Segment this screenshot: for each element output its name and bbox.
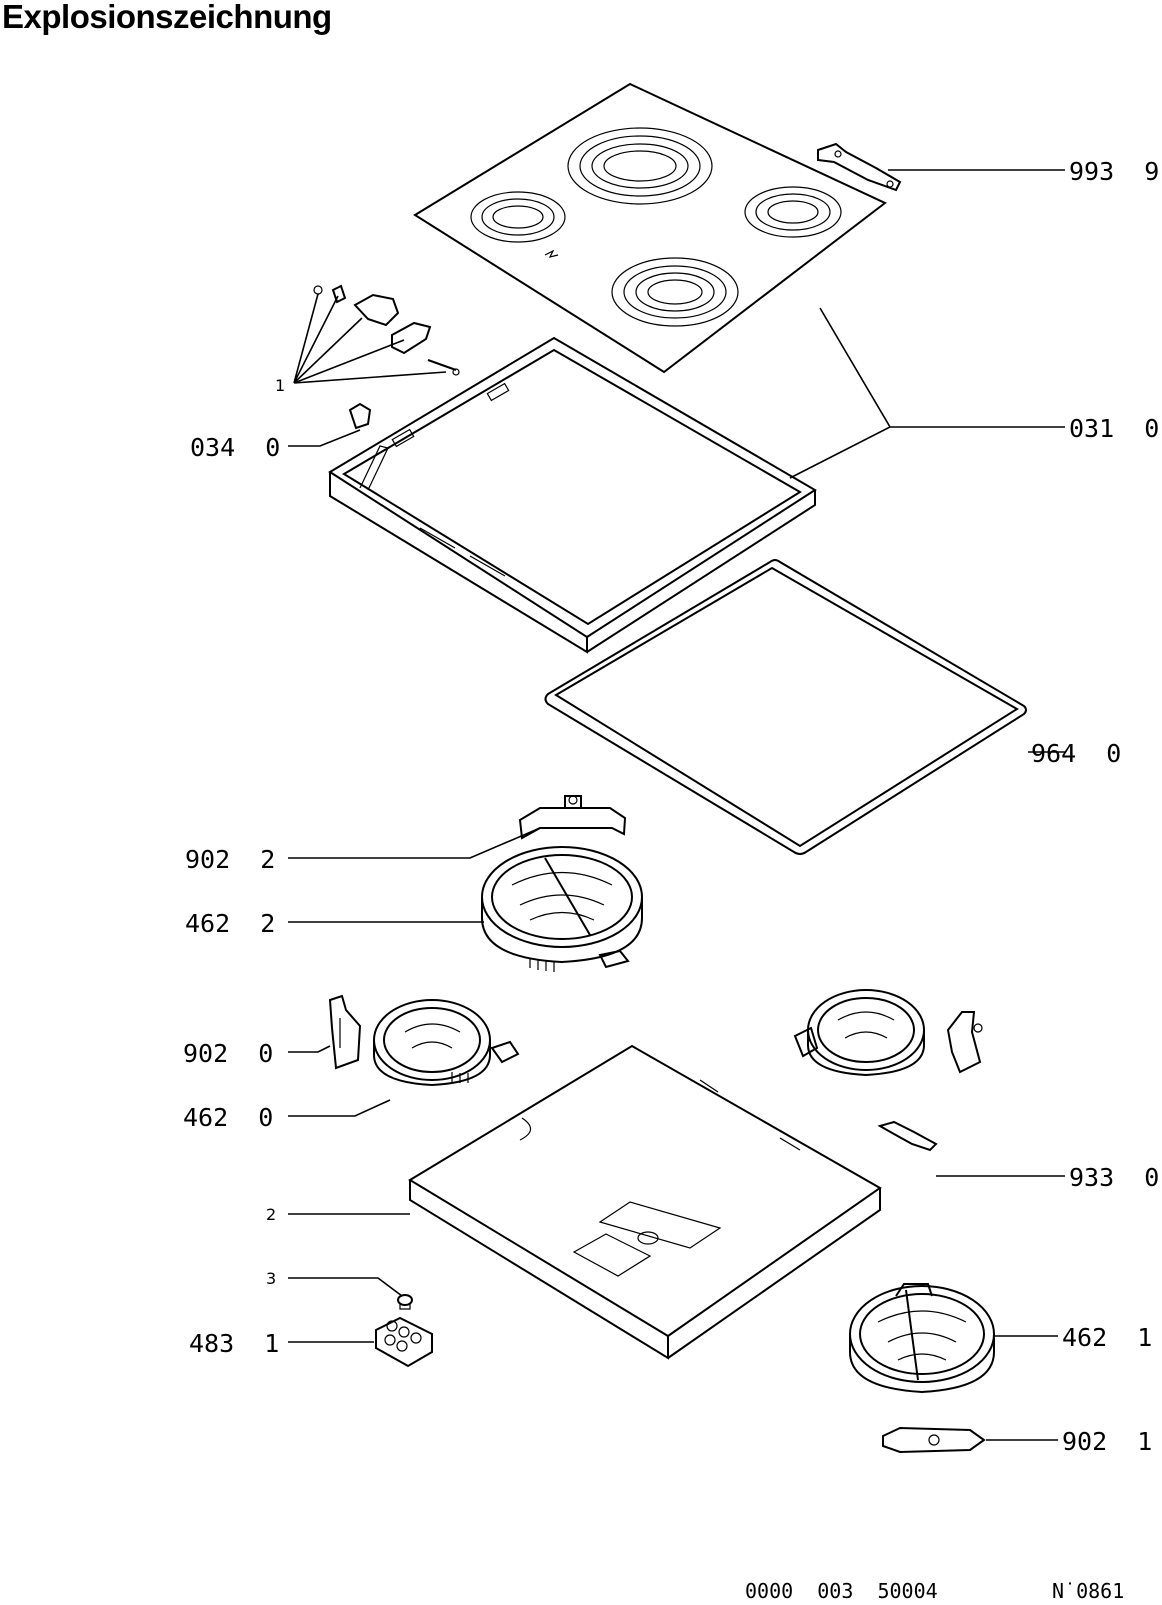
- screw-set-parts: [313, 284, 460, 376]
- bracket-part: [348, 402, 372, 430]
- leader-lines: [288, 169, 1065, 1441]
- frame-part: [328, 336, 817, 654]
- callout-terminal-block: 483 1: [189, 1329, 279, 1358]
- tray-part: [408, 1044, 882, 1360]
- heater-left-part: [373, 999, 520, 1087]
- callout-glass-top: 993 9: [1069, 157, 1159, 186]
- holder-right-part: [946, 1011, 983, 1074]
- holder-left-part: [328, 994, 362, 1070]
- callout-clip: 933 0: [1069, 1163, 1159, 1192]
- heater-large-part: [481, 846, 643, 972]
- cap-part: [397, 1294, 413, 1310]
- cooking-zone-right: [744, 186, 842, 238]
- callout-holder-front: 902 1: [1062, 1427, 1152, 1456]
- cooking-zone-large: [567, 127, 713, 205]
- cooking-zone-front: [611, 257, 739, 327]
- callout-holder-left: 902 0: [183, 1039, 273, 1068]
- glass-top-part: [413, 82, 887, 374]
- heater-front-part: [849, 1283, 995, 1394]
- cooking-zone-left: [470, 191, 566, 243]
- callout-bracket: 034 0: [190, 433, 280, 462]
- callout-holder-large: 902 2: [185, 845, 275, 874]
- heater-right-part: [793, 989, 925, 1077]
- footer-sheet: N˙0861: [1052, 1579, 1124, 1603]
- callout-heater-left: 462 0: [183, 1103, 273, 1132]
- glass-clip-part: [817, 142, 902, 192]
- callout-screw-set: 1: [275, 376, 285, 395]
- terminal-block-part: [375, 1316, 433, 1368]
- callout-seal: 964 0: [1031, 739, 1121, 768]
- holder-front-part: [882, 1426, 986, 1454]
- callout-frame: 031 0: [1069, 414, 1159, 443]
- clip-part: [877, 1120, 938, 1152]
- callout-tray: 2: [266, 1205, 276, 1224]
- callout-heater-front: 462 1: [1062, 1323, 1152, 1352]
- footer-doc-number: 0000 003 50004: [745, 1579, 938, 1603]
- page-title: Explosionszeichnung: [2, 0, 332, 35]
- callout-cap: 3: [266, 1269, 276, 1288]
- holder-large-part: [518, 795, 627, 840]
- seal-part: [544, 559, 1027, 855]
- callout-heater-large: 462 2: [185, 909, 275, 938]
